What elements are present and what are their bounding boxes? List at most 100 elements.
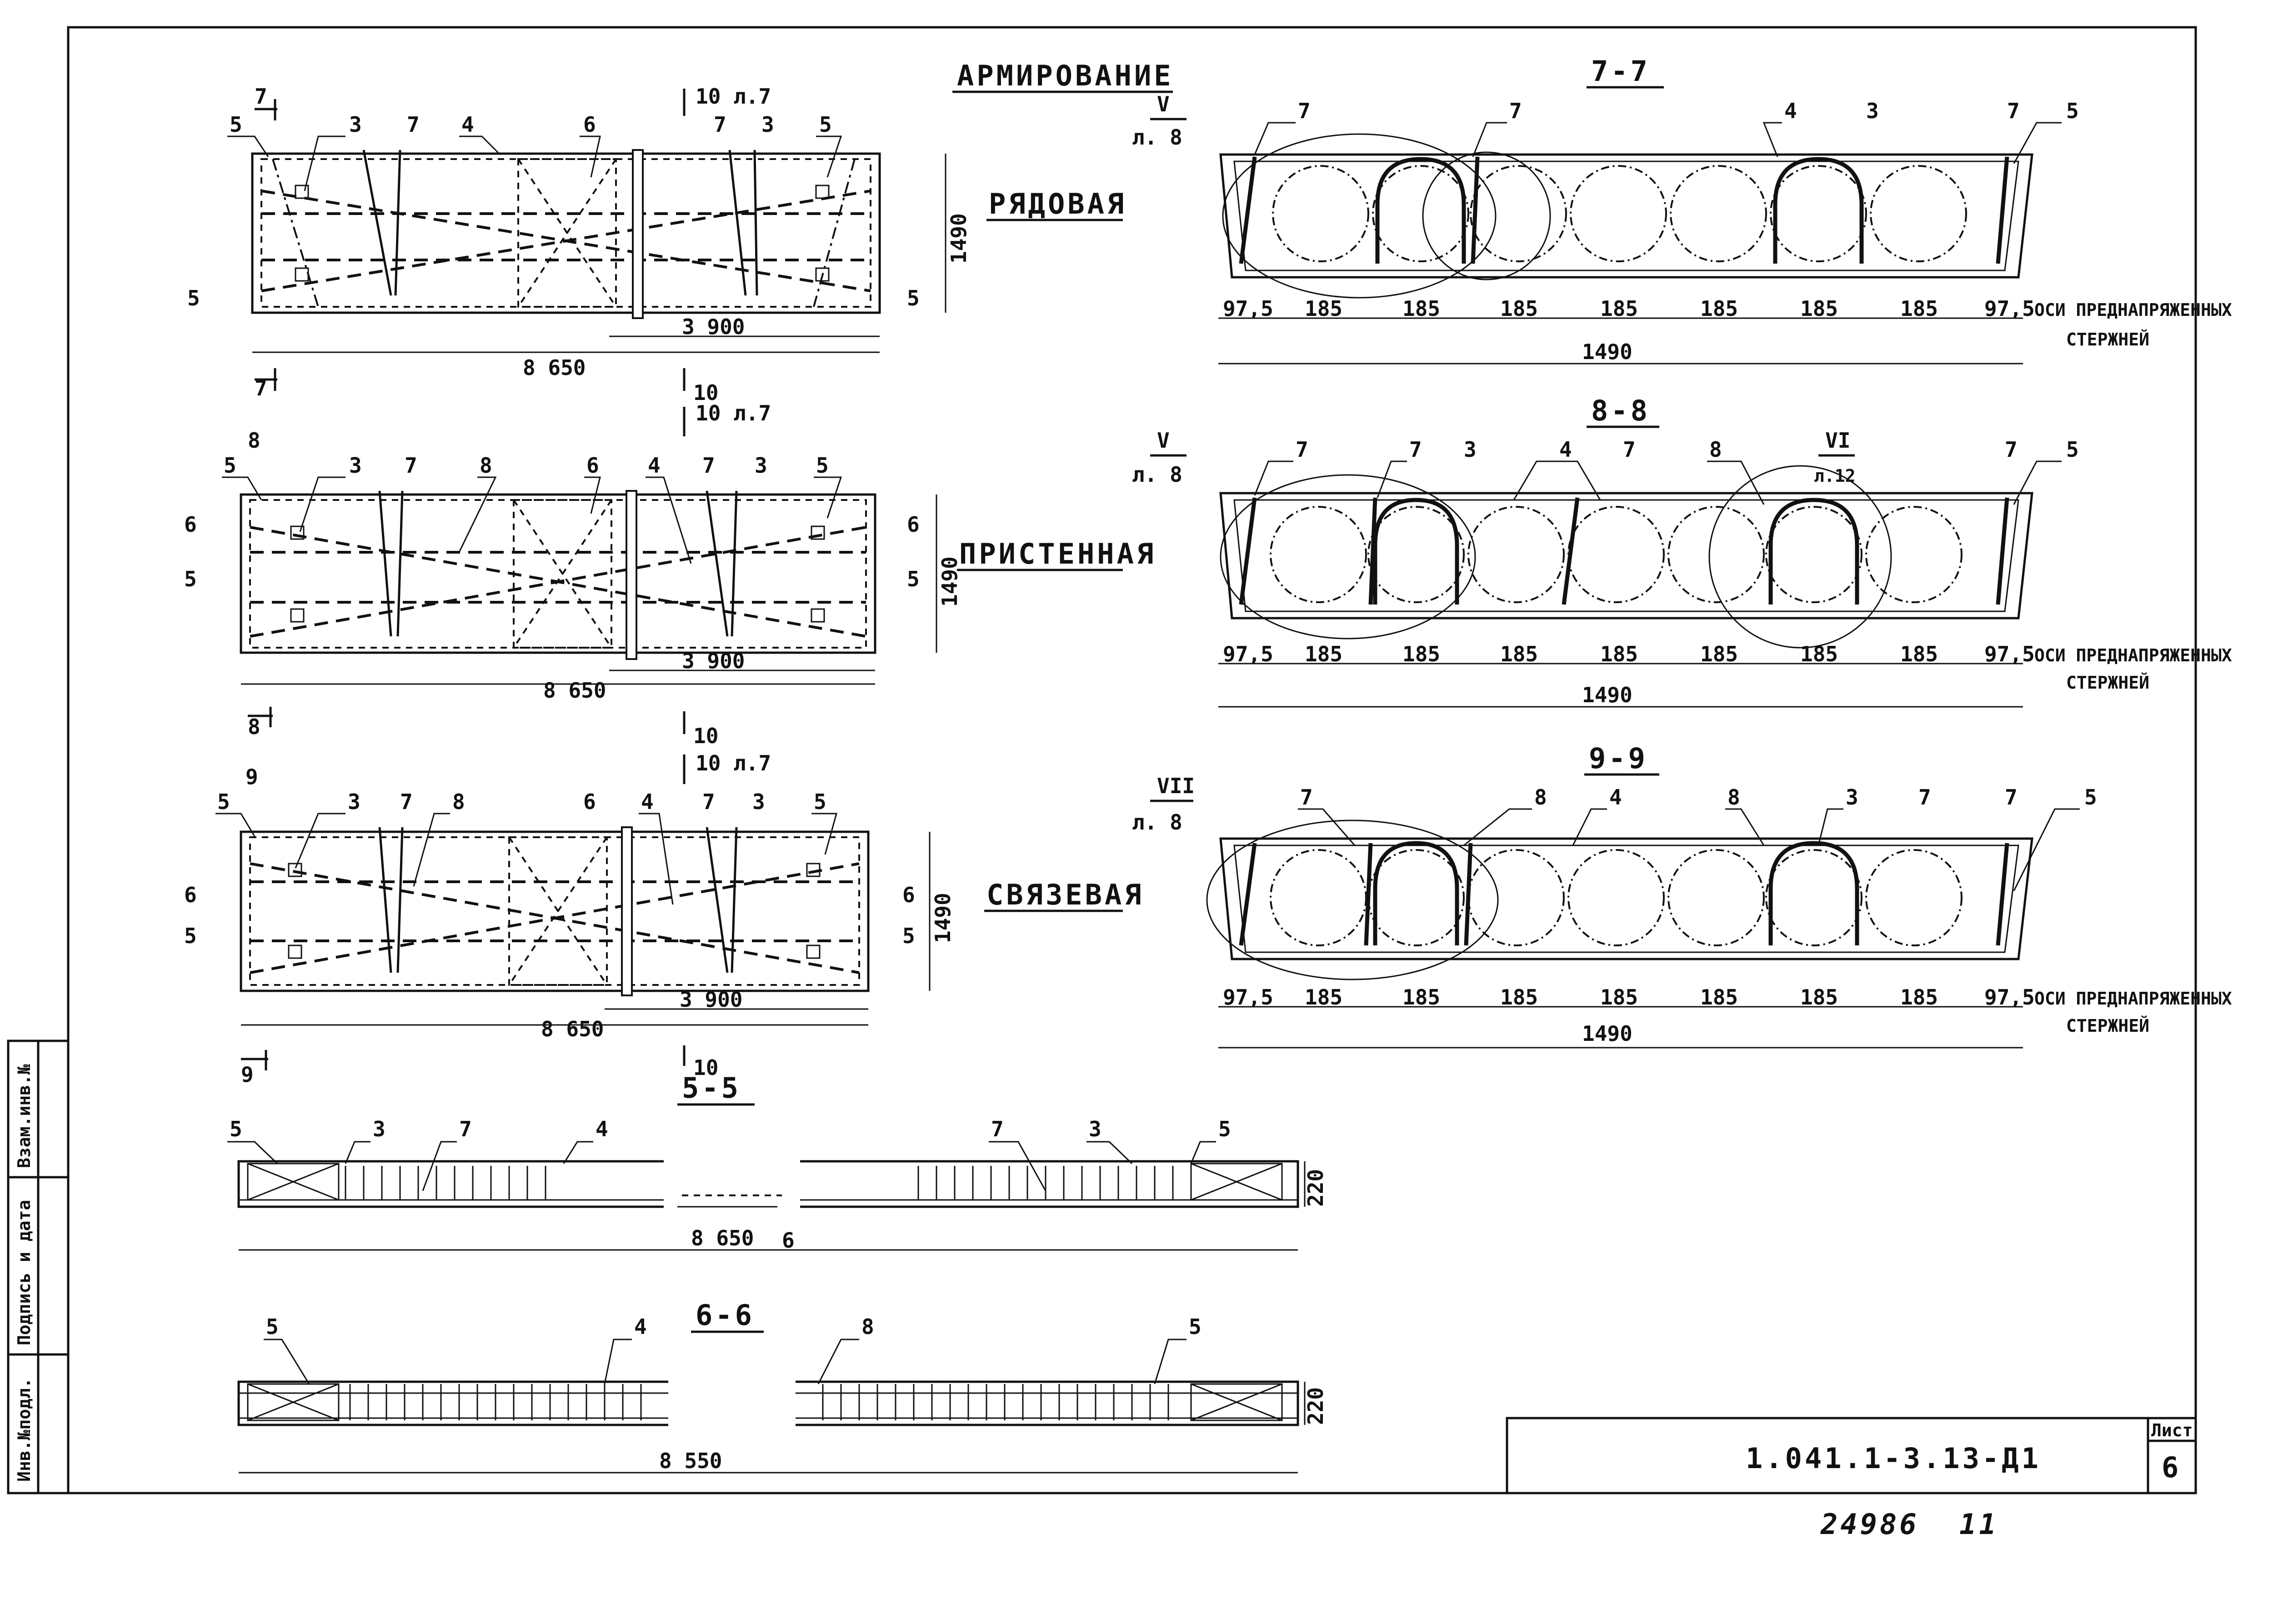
label-2: 3 bbox=[1464, 437, 1477, 462]
section-title: 9-9 bbox=[1589, 742, 1648, 775]
section-8-8: 8-8 V л. 8 VI л.12 7 7 3 4 7 8 7 5 bbox=[1132, 394, 2079, 649]
length-dim: 8 650 bbox=[543, 678, 606, 703]
half-dim: 3 900 bbox=[680, 987, 742, 1012]
length-dim: 8 650 bbox=[691, 1226, 754, 1250]
cut-5-left: 5 bbox=[187, 286, 200, 310]
axes-note-2: СТЕРЖНЕЙ bbox=[2066, 673, 2149, 693]
pos-3: 3 bbox=[349, 112, 362, 137]
dim-3: 185 bbox=[1500, 296, 1538, 321]
pos-3: 3 bbox=[348, 790, 360, 814]
detail-mark: VII bbox=[1157, 774, 1195, 798]
cut-8-bottom: 8 bbox=[248, 715, 260, 739]
total-dim: 1490 bbox=[1582, 1021, 1632, 1046]
cut-6-right: 6 bbox=[907, 512, 920, 537]
dim-8: 97,5 bbox=[1984, 296, 2035, 321]
pos-6: 6 bbox=[583, 790, 596, 814]
label-7: 5 bbox=[2066, 437, 2079, 462]
section-title: 8-8 bbox=[1591, 394, 1650, 427]
pos-3-right: 3 bbox=[755, 453, 767, 478]
half-dim: 3 900 bbox=[682, 649, 745, 673]
dim-5: 185 bbox=[1700, 642, 1738, 666]
label-6: 5 bbox=[1218, 1117, 1231, 1141]
drawing-title: АРМИРОВАНИЕ bbox=[957, 59, 1174, 92]
detail-sheet: л. 8 bbox=[1132, 125, 1182, 150]
cut-7-top: 7 bbox=[255, 84, 267, 109]
height-dim: 220 bbox=[1303, 1387, 1328, 1425]
dim-5: 185 bbox=[1700, 296, 1738, 321]
label-2: 8 bbox=[861, 1314, 874, 1339]
stamp-inv: Инв.№подл. bbox=[14, 1378, 34, 1482]
cut-9-top: 9 bbox=[245, 765, 258, 789]
label-1: 8 bbox=[1534, 785, 1547, 810]
label-5: 3 bbox=[1089, 1117, 1101, 1141]
cut-10-bottom: 10 bbox=[693, 380, 718, 405]
axes-note-1: ОСИ ПРЕДНАПРЯЖЕННЫХ bbox=[2034, 989, 2232, 1009]
pos-5-left: 5 bbox=[217, 790, 230, 814]
variant-label-ryadovaya: РЯДОВАЯ bbox=[989, 187, 1126, 220]
cut-9-bottom: 9 bbox=[241, 1062, 254, 1087]
dim-7: 185 bbox=[1900, 985, 1938, 1009]
pos-8: 8 bbox=[452, 790, 465, 814]
pos-7-right: 7 bbox=[702, 790, 715, 814]
dim-6: 185 bbox=[1800, 985, 1838, 1009]
pos-4: 4 bbox=[641, 790, 654, 814]
cut-6-left: 6 bbox=[184, 512, 197, 537]
label-5: 7 bbox=[1918, 785, 1931, 810]
title-block: 1.041.1-3.13-Д1 Лист 6 bbox=[1506, 1417, 2197, 1494]
side-stamp: Инв.№подл. Подпись и дата Взам.инв.№ bbox=[7, 1039, 70, 1494]
pos-3-right: 3 bbox=[752, 790, 765, 814]
dim-6: 185 bbox=[1800, 642, 1838, 666]
dim-0: 97,5 bbox=[1223, 296, 1273, 321]
cut-8-top: 8 bbox=[248, 428, 260, 453]
dim-0: 97,5 bbox=[1223, 642, 1273, 666]
stamp-replace: Взам.инв.№ bbox=[14, 1064, 34, 1168]
dim-8: 97,5 bbox=[1984, 642, 2035, 666]
dim-2: 185 bbox=[1402, 985, 1440, 1009]
pos-5-left: 5 bbox=[224, 453, 236, 478]
label-4: 3 bbox=[1846, 785, 1858, 810]
dim-1: 185 bbox=[1305, 985, 1342, 1009]
pos-3-right: 3 bbox=[761, 112, 774, 137]
sheet-number: 6 bbox=[2162, 1451, 2181, 1484]
cut-10-bottom: 10 bbox=[693, 1055, 718, 1080]
pos-5-left: 5 bbox=[230, 112, 242, 137]
cut-6-right: 6 bbox=[902, 883, 915, 907]
dim-4: 185 bbox=[1600, 296, 1638, 321]
footer-number: 24986 bbox=[1820, 1508, 1919, 1541]
footer-copy: 11 bbox=[1959, 1508, 1999, 1541]
cut-5-left: 5 bbox=[184, 567, 197, 591]
label-0: 7 bbox=[1296, 437, 1308, 462]
axes-note-2: СТЕРЖНЕЙ bbox=[2066, 1016, 2149, 1036]
plan-pristennaya: 5 3 7 8 6 4 7 3 5 8 8 10 л.7 10 6 5 6 5 … bbox=[184, 401, 1153, 748]
dim-3: 185 bbox=[1500, 642, 1538, 666]
label-4: 7 bbox=[1623, 437, 1636, 462]
section-8-8-dims: 97,5 185 185 185 185 185 185 185 97,5 14… bbox=[1218, 642, 2232, 708]
pos-4: 4 bbox=[461, 112, 474, 137]
label-3: 4 bbox=[1559, 437, 1572, 462]
pos-6: 6 bbox=[583, 112, 596, 137]
dim-5: 185 bbox=[1700, 985, 1738, 1009]
label-0: 5 bbox=[266, 1314, 279, 1339]
total-dim: 1490 bbox=[1582, 683, 1632, 707]
cut-10-ref: 10 л.7 bbox=[696, 401, 771, 425]
axes-note-1: ОСИ ПРЕДНАПРЯЖЕННЫХ bbox=[2034, 300, 2232, 320]
detail-mark: V bbox=[1157, 92, 1170, 116]
pos-7-right: 7 bbox=[702, 453, 715, 478]
dim-7: 185 bbox=[1900, 642, 1938, 666]
height-dim: 220 bbox=[1303, 1169, 1328, 1207]
dim-4: 185 bbox=[1600, 642, 1638, 666]
dim-1: 185 bbox=[1305, 296, 1342, 321]
label-4: 7 bbox=[991, 1117, 1004, 1141]
width-dim: 1490 bbox=[946, 213, 971, 264]
axes-note-2: СТЕРЖНЕЙ bbox=[2066, 330, 2149, 350]
dim-0: 97,5 bbox=[1223, 985, 1273, 1009]
label-7: 5 bbox=[2084, 785, 2097, 810]
cut-10-bottom: 10 bbox=[693, 724, 718, 748]
variant-label-svyazevaya: СВЯЗЕВАЯ bbox=[986, 878, 1144, 911]
label-3: 4 bbox=[596, 1117, 608, 1141]
extra-sheet: л.12 bbox=[1814, 466, 1856, 486]
detail-sheet: л. 8 bbox=[1132, 810, 1182, 834]
cut-10-ref: 10 л.7 bbox=[696, 84, 771, 109]
